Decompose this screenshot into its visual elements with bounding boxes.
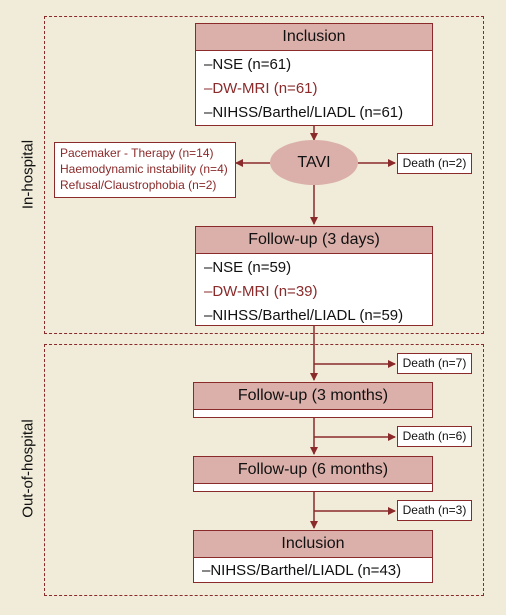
final-inclusion-line-nihss: –NIHSS/Barthel/LIADL (n=43) xyxy=(202,562,402,579)
death-box: Death (n=3) xyxy=(397,500,472,521)
tavi-label: TAVI xyxy=(297,154,331,171)
exclusion-item: Pacemaker - Therapy (n=14) xyxy=(60,146,214,160)
followup-3-days-title: Follow-up (3 days) xyxy=(196,227,432,254)
death-box: Death (n=6) xyxy=(397,426,472,447)
final-inclusion-box: Inclusion –NIHSS/Barthel/LIADL (n=43) xyxy=(193,530,433,583)
followup-3-days-line-nihss: –NIHSS/Barthel/LIADL (n=59) xyxy=(204,307,404,324)
exclusion-item: Haemodynamic instability (n=4) xyxy=(60,162,228,176)
tavi-node: TAVI xyxy=(270,140,358,185)
death-box: Death (n=2) xyxy=(397,153,472,174)
inclusion-line-nihss: –NIHSS/Barthel/LIADL (n=61) xyxy=(204,104,404,121)
inclusion-box: Inclusion –NSE (n=61) –DW-MRI (n=61) –NI… xyxy=(195,23,433,126)
followup-3-days-box: Follow-up (3 days) –NSE (n=59) –DW-MRI (… xyxy=(195,226,433,326)
followup-3-months-box: Follow-up (3 months) xyxy=(193,382,433,418)
followup-3-days-line-dwmri: –DW-MRI (n=39) xyxy=(204,283,318,300)
followup-3-days-line-nse: –NSE (n=59) xyxy=(204,259,292,276)
followup-6-months-title: Follow-up (6 months) xyxy=(194,457,432,484)
death-box: Death (n=7) xyxy=(397,353,472,374)
followup-6-months-box: Follow-up (6 months) xyxy=(193,456,433,492)
out-of-hospital-region xyxy=(44,344,484,596)
inclusion-title: Inclusion xyxy=(196,24,432,51)
final-inclusion-title: Inclusion xyxy=(194,531,432,558)
exclusion-item: Refusal/Claustrophobia (n=2) xyxy=(60,178,217,192)
in-hospital-region xyxy=(44,16,484,334)
inclusion-line-dwmri: –DW-MRI (n=61) xyxy=(204,80,318,97)
inclusion-line-nse: –NSE (n=61) xyxy=(204,56,292,73)
followup-3-months-title: Follow-up (3 months) xyxy=(194,383,432,410)
exclusion-box: Pacemaker - Therapy (n=14) Haemodynamic … xyxy=(54,142,236,198)
